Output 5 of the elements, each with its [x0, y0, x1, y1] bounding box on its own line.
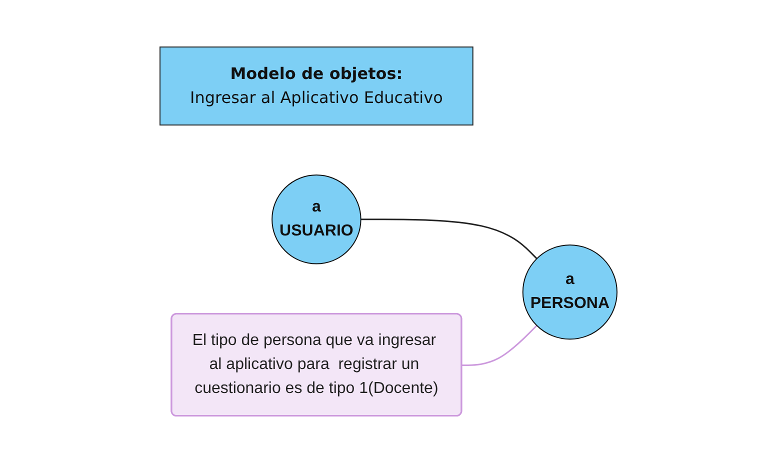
connector	[360, 218, 537, 259]
node-box: Modelo de objetos: Ingresar al Aplicativo Educativo	[159, 46, 473, 126]
node-circle: a USUARIO	[271, 174, 361, 264]
connector	[461, 324, 537, 366]
node-circle: a PERSONA	[522, 244, 617, 340]
